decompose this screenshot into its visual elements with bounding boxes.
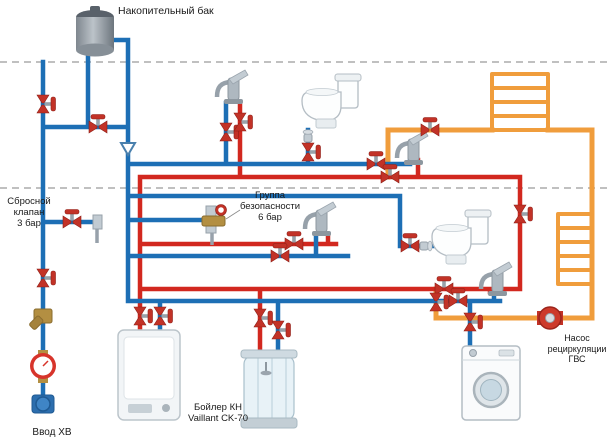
storage-tank-icon	[76, 6, 114, 57]
valve-icon	[464, 313, 483, 331]
faucet-icon	[217, 70, 248, 104]
inlet-pump-icon	[31, 394, 55, 414]
valve-icon	[420, 117, 440, 137]
valve-icon	[234, 113, 253, 131]
relief-valve-label: Сбросной клапан 3 бар	[7, 196, 51, 230]
cold-inlet-label: Ввод ХВ	[32, 427, 72, 438]
recirc-pump-icon	[537, 306, 563, 330]
valve-icon	[37, 95, 56, 113]
valve-icon	[88, 114, 108, 134]
recirc-pump-label: Насос рециркуляции ГВС	[547, 333, 607, 365]
valve-icon	[284, 231, 304, 251]
shower-cabin-icon	[240, 349, 298, 429]
valve-icon	[400, 233, 420, 253]
valve-icon	[272, 321, 291, 339]
valve-icon	[220, 123, 239, 141]
angle-valve-icon	[302, 129, 314, 143]
safety-group-icon	[201, 204, 241, 245]
washing-machine-icon	[461, 345, 521, 421]
valve-icon	[366, 151, 386, 171]
tundish-icon	[119, 142, 137, 157]
valve-icon	[448, 288, 468, 308]
valve-icon	[154, 307, 173, 325]
faucet-icon	[397, 131, 428, 165]
relief-valve-icon	[62, 209, 103, 243]
angle-valve-icon	[419, 240, 433, 252]
tank-label: Накопительный бак	[118, 5, 214, 17]
valve-icon	[514, 205, 533, 223]
valve-icon	[302, 143, 321, 161]
recirc-pipe-network	[385, 72, 595, 321]
faucet-icon	[305, 202, 336, 236]
boiler-icon	[117, 329, 181, 421]
towel-radiator-icon	[490, 72, 550, 132]
valve-icon	[270, 243, 290, 263]
valve-icon	[434, 276, 454, 296]
toilet-icon	[301, 73, 362, 129]
brass-filter-icon	[29, 308, 53, 330]
valve-icon	[380, 164, 400, 184]
valve-icon	[134, 307, 153, 325]
valve-icon	[254, 309, 273, 327]
toilet-icon	[431, 209, 492, 265]
safety-group-label: Группа безопасности 6 бар	[239, 190, 301, 224]
boiler-label: Бойлер КН Vaillant CK-70	[187, 402, 249, 425]
towel-radiator-icon	[556, 212, 594, 286]
valve-icon	[37, 269, 56, 287]
water-meter-icon	[30, 350, 56, 383]
